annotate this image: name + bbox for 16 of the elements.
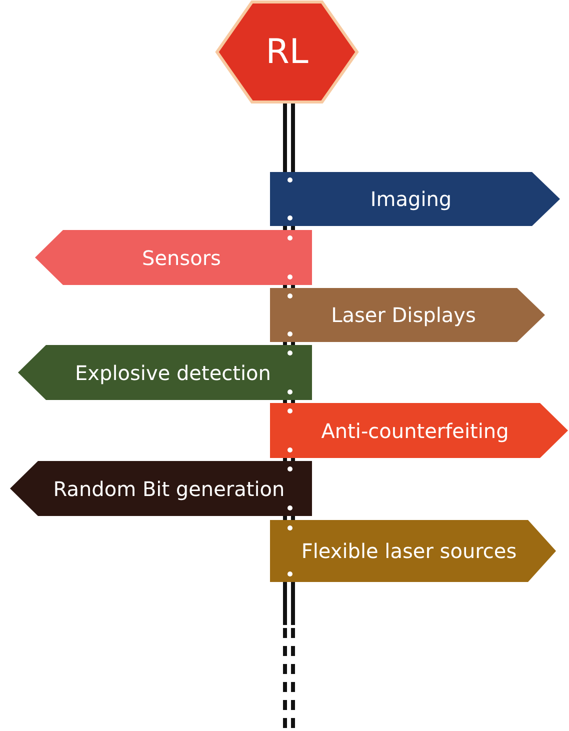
sign-label: Random Bit generation (52, 476, 286, 502)
arrow-sign (10, 461, 312, 516)
arrow-sign (18, 345, 312, 400)
sign-label: Laser Displays (330, 302, 477, 329)
arrow-sign (270, 520, 556, 582)
sign-label: RL (264, 31, 310, 74)
arrow-sign (270, 403, 568, 458)
sign-label: Sensors (141, 244, 222, 272)
arrow-sign (270, 172, 560, 226)
arrow-sign (270, 288, 545, 342)
hexagon-sign (217, 2, 357, 102)
sign-label: Imaging (369, 186, 453, 213)
sign-label: Flexible laser sources (300, 538, 518, 565)
sign-label: Explosive detection (74, 360, 272, 386)
sign-label: Anti-counterfeiting (320, 418, 510, 444)
arrow-sign (35, 230, 312, 285)
